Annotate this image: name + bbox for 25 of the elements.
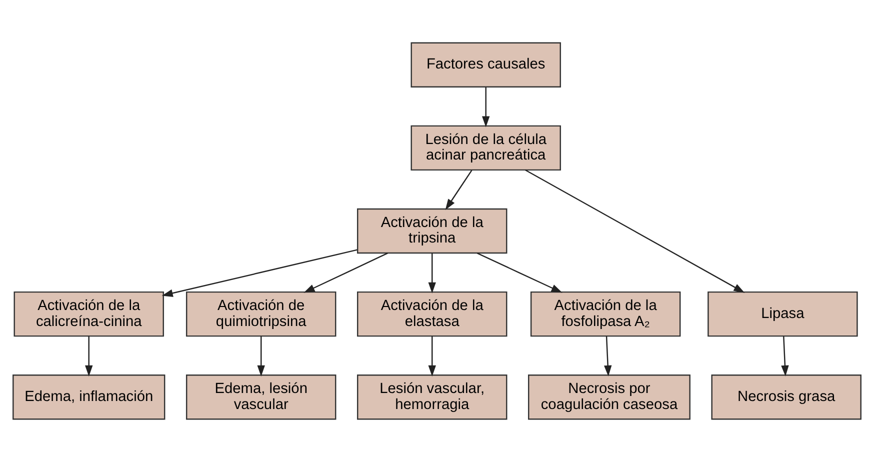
node-box: Edema, inflamación <box>12 374 166 420</box>
arrow <box>257 336 265 376</box>
node-box: Necrosis grasa <box>711 374 862 420</box>
arrow <box>524 169 745 293</box>
arrow <box>781 336 789 376</box>
arrow <box>482 87 490 128</box>
node-box: Edema, lesión vascular <box>186 374 336 420</box>
node-box: Lesión de la célula acinar pancreática <box>410 125 561 171</box>
arrow <box>445 170 472 210</box>
arrow <box>85 336 93 376</box>
arrow <box>428 336 436 376</box>
node-box: Activación de la tripsina <box>357 208 508 254</box>
arrow <box>476 252 562 293</box>
node-box: Activación de la calicreína-cinina <box>14 291 164 337</box>
arrow <box>604 336 612 376</box>
arrow <box>162 249 358 297</box>
node-box: Activación de la fosfolipasa A₂ <box>530 291 681 337</box>
node-box: Activación de la elastasa <box>357 291 508 337</box>
node-box: Lipasa <box>708 291 858 337</box>
node-box: Necrosis por coagulación caseosa <box>528 374 690 420</box>
node-box: Lesión vascular, hemorragia <box>357 374 508 420</box>
node-box: Factores causales <box>410 42 561 88</box>
arrow <box>428 253 436 294</box>
node-box: Activación de quimiotripsina <box>186 291 336 337</box>
arrow <box>304 252 388 293</box>
